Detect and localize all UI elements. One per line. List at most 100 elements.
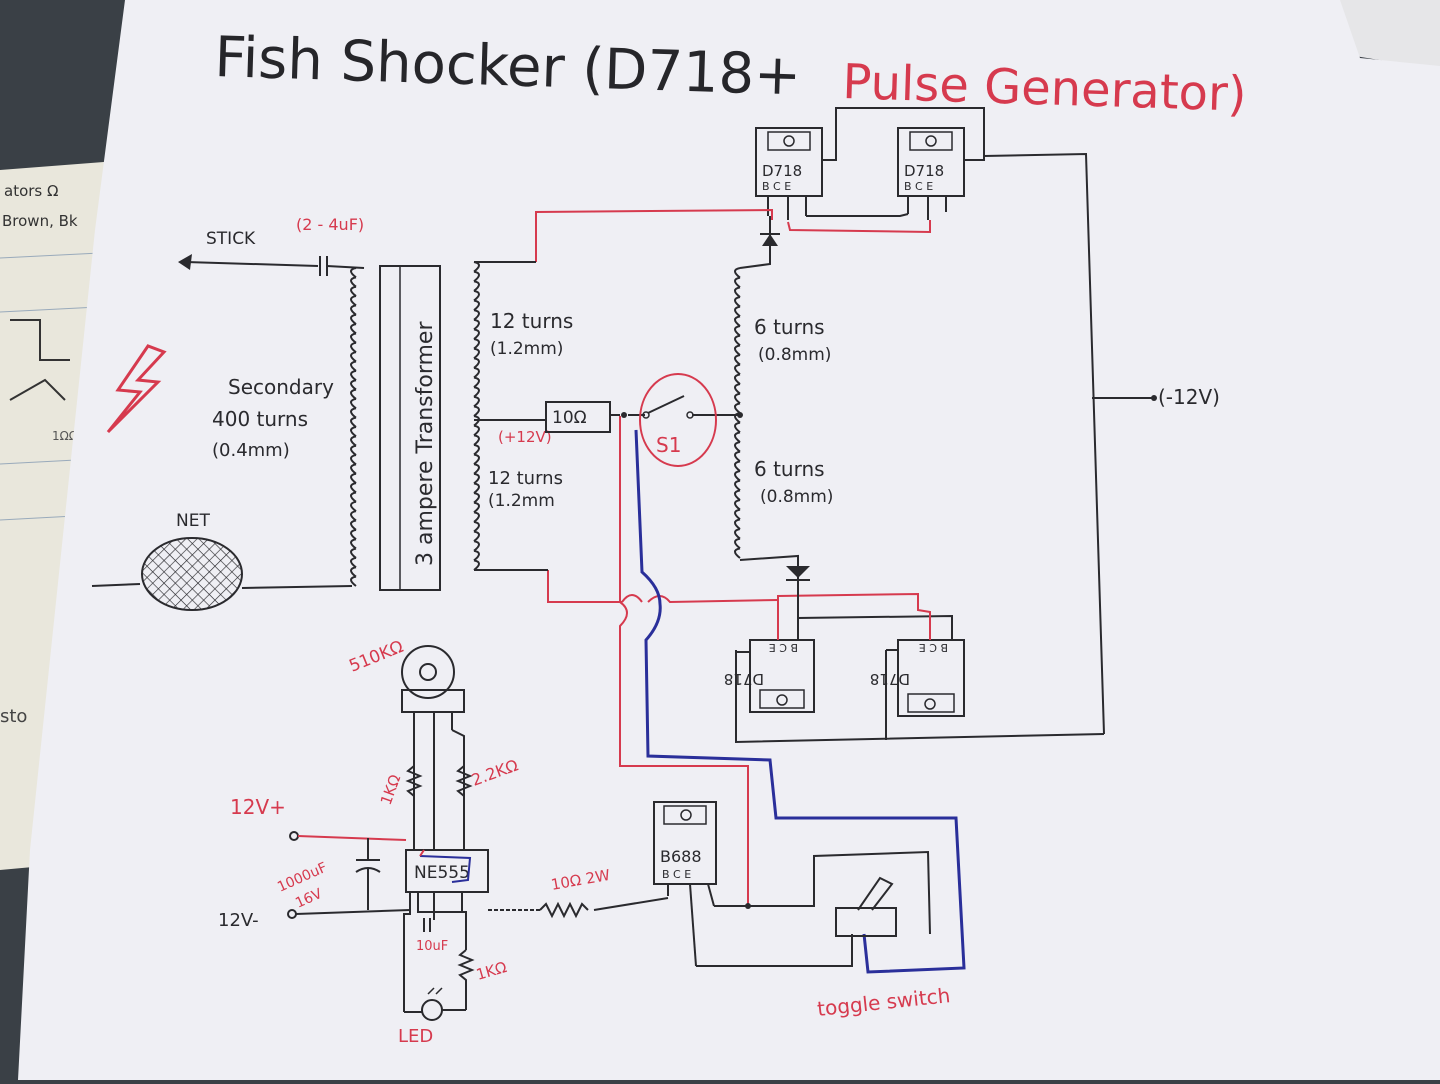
transistor-tab xyxy=(909,131,953,151)
feedback-bottom-lead xyxy=(739,554,799,620)
transistor-leg xyxy=(707,883,715,907)
net-icon xyxy=(141,537,243,611)
transistor-name: D718 xyxy=(870,670,910,688)
diode-icon xyxy=(786,566,810,578)
led-label: LED xyxy=(398,1026,433,1047)
bottom-emitter-link-red xyxy=(777,592,931,640)
notebook-text-2: Brown, Bk xyxy=(2,212,78,230)
pot-wire xyxy=(451,729,465,850)
transistor-pins: B C E xyxy=(762,180,791,193)
ground-wire xyxy=(403,892,411,1012)
transistor-tab xyxy=(759,689,805,709)
resistor-10-2w-icon xyxy=(539,901,589,919)
transformer-label: 3 ampere Transformer xyxy=(413,321,438,566)
secondary-turns: 400 turns xyxy=(212,407,308,431)
cap-10u-label: 10uF xyxy=(416,939,448,954)
transistor-pins: B C E xyxy=(769,641,798,654)
supply-minus-label: 12V- xyxy=(218,910,259,931)
transistor-tab xyxy=(663,805,707,825)
resistor-led-icon xyxy=(457,949,475,1010)
secondary-label: Secondary xyxy=(228,375,334,399)
transformer-core: 3 ampere Transformer xyxy=(379,265,441,591)
transistor-pins: B C E xyxy=(904,180,933,193)
transistor-bottom-left: D718 B C E xyxy=(724,639,815,713)
primary-bottom-red-2 xyxy=(647,595,779,604)
primary-top-turns: 12 turns xyxy=(490,309,573,333)
resistor-2k2-icon xyxy=(455,765,473,797)
lightning-icon xyxy=(106,344,167,434)
paper-sheet xyxy=(18,0,1440,1080)
net-label: NET xyxy=(176,511,210,531)
transistor-body xyxy=(653,801,717,885)
secondary-winding: Secondary 400 turns (0.4mm) xyxy=(212,267,357,587)
secondary-coil xyxy=(350,267,357,587)
transistor-tab xyxy=(767,131,811,151)
ne555-blue-link xyxy=(419,855,472,883)
feedback-top-turns: 6 turns xyxy=(754,315,825,339)
mount-hole-icon xyxy=(925,135,937,147)
collector-bridge xyxy=(822,107,985,161)
core-box xyxy=(379,265,441,591)
switch-label: S1 xyxy=(656,433,681,457)
minus12v-label: (-12V) xyxy=(1158,385,1220,409)
resistor-10-label: 10Ω xyxy=(552,408,587,428)
feedback-bottom-wire: (0.8mm) xyxy=(760,487,833,507)
title-part-2: Pulse Generator) xyxy=(842,54,1248,123)
transistor-body xyxy=(897,127,965,197)
primary-bottom-red xyxy=(547,570,622,603)
b688-transistor: B688 B C E xyxy=(653,801,717,967)
b688-label: B688 xyxy=(660,847,702,866)
gate-wire-2 xyxy=(593,897,669,911)
bottom-base-link xyxy=(797,614,953,640)
switch-lever xyxy=(647,395,685,414)
red-feed-lower xyxy=(619,601,749,906)
junction-dot xyxy=(745,903,751,909)
b688-collector-ground xyxy=(696,934,853,967)
net-electrode: NET xyxy=(91,511,353,611)
switch-contact xyxy=(642,411,650,419)
potentiometer-knob-icon xyxy=(401,645,455,699)
mount-hole-icon xyxy=(680,809,692,821)
b688-pins: B C E xyxy=(662,868,691,881)
transistor-pins: B C E xyxy=(919,641,948,654)
terminal-dot xyxy=(1151,395,1157,401)
diode-icon xyxy=(762,234,778,246)
mount-hole-icon xyxy=(776,694,788,706)
secondary-wire: (0.4mm) xyxy=(212,440,290,461)
negative-rail xyxy=(983,152,1105,735)
transistor-leg xyxy=(689,883,697,967)
junction-dot xyxy=(621,412,627,418)
stick-wire-2 xyxy=(326,265,365,269)
output-pin-wire xyxy=(417,892,467,950)
mount-hole-icon xyxy=(783,135,795,147)
feedback-bottom-turns: 6 turns xyxy=(754,457,825,481)
transistor-top-right: D718 B C E xyxy=(897,127,965,197)
toggle-body[interactable] xyxy=(835,907,897,937)
center-tap: 10Ω S1 xyxy=(474,373,743,467)
blue-wire xyxy=(634,429,966,974)
toggle-lever-icon[interactable] xyxy=(857,876,894,911)
potentiometer-shaft xyxy=(419,663,437,681)
toggle-feed xyxy=(714,850,931,935)
primary-top-wire: (1.2mm) xyxy=(490,339,563,359)
ne555-red-link xyxy=(419,849,425,857)
base-link xyxy=(806,213,909,217)
resistor-1k-icon xyxy=(405,765,423,797)
notebook-text-3: 1ΩΩ xyxy=(52,429,78,443)
notebook-sketch xyxy=(9,319,70,401)
net-handle xyxy=(91,583,141,587)
output-capacitor-label: (2 - 4uF) xyxy=(296,215,364,234)
mount-hole-icon xyxy=(924,698,936,710)
feedback-top-lead xyxy=(739,216,771,269)
primary-bottom-wire: (1.2mm xyxy=(488,491,555,511)
stick-wire xyxy=(185,261,319,267)
feedback-winding: 6 turns (0.8mm) 6 turns (0.8mm) xyxy=(734,267,833,559)
stick-arrow-icon xyxy=(178,254,192,270)
primary-coil xyxy=(473,261,480,571)
supply-minus-wire xyxy=(295,909,411,915)
notebook-text-4: sto xyxy=(0,706,27,727)
primary-winding: 12 turns (1.2mm) 12 turns (1.2mm (+12V) xyxy=(473,261,573,571)
primary-bottom-turns: 12 turns xyxy=(488,468,563,489)
bottom-collector-rail xyxy=(735,650,1105,744)
